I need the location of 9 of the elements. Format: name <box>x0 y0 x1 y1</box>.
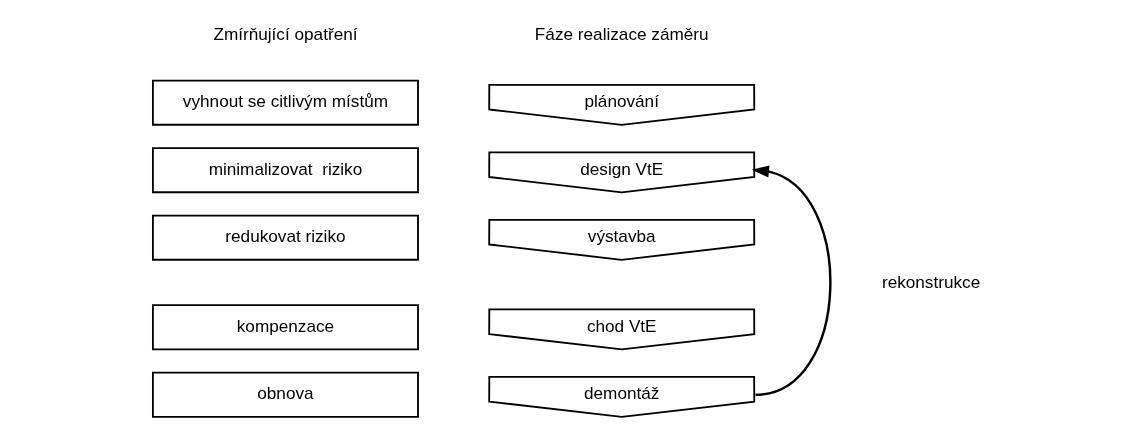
label: Zmírňující opatření <box>213 23 358 44</box>
label: Fáze realizace záměru <box>534 23 709 44</box>
edge-label: rekonstrukce <box>881 271 981 292</box>
node-box: kompenzace <box>152 304 419 351</box>
node-box: vyhnout se citlivým místům <box>152 79 419 126</box>
node-box: obnova <box>152 371 419 418</box>
node-box: redukovat riziko <box>152 214 419 261</box>
node-box: minimalizovat riziko <box>152 147 419 194</box>
arrow <box>751 165 832 396</box>
